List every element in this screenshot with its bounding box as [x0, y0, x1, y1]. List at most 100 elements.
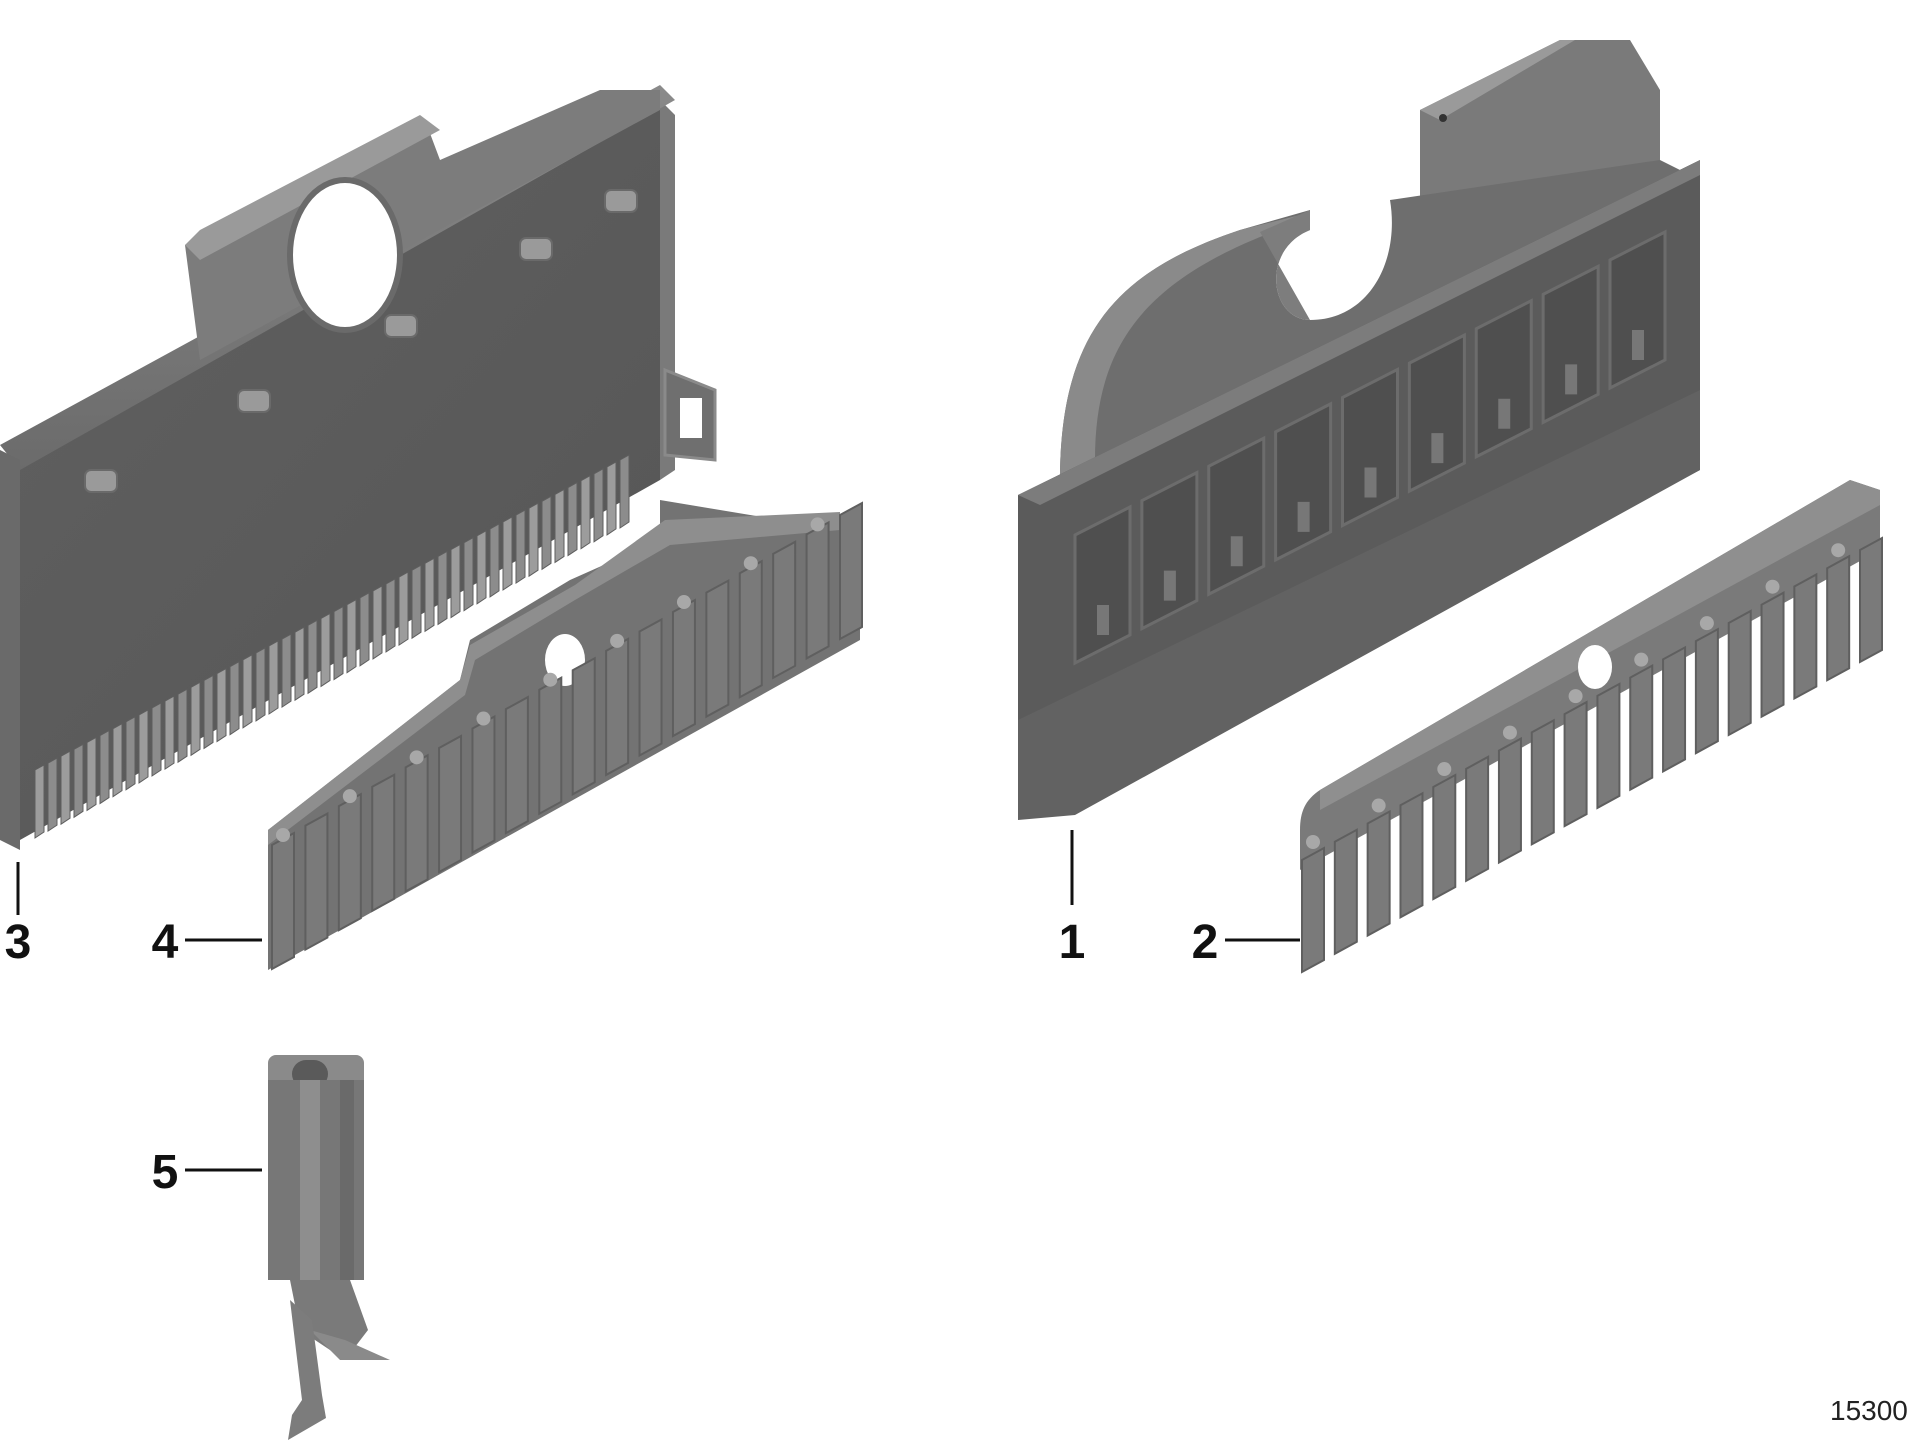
part-3-pin [398, 571, 409, 647]
part-3-pin [489, 523, 500, 598]
part-3-pin [164, 695, 175, 771]
part-4-tooth [638, 617, 663, 758]
part-2-tooth [1793, 572, 1818, 701]
part-2-tooth [1563, 700, 1588, 828]
part-1-slot-contact [1632, 330, 1644, 360]
part-4-tooth [538, 676, 563, 816]
part-3-pin [268, 640, 279, 715]
part-3-pin [73, 743, 84, 819]
part-3-connector-housing [0, 85, 717, 915]
part-3-pin [515, 509, 526, 585]
part-1-slot [1274, 401, 1333, 563]
part-1-slot-contact [1297, 501, 1310, 532]
part-4-tooth [304, 811, 329, 952]
part-3-pin [567, 481, 578, 557]
part-1-slot [1341, 367, 1399, 528]
callout-5: 5 [152, 1146, 179, 1199]
part-4-tooth [504, 695, 529, 835]
part-4-rivet [276, 828, 290, 842]
part-1-slot-contact [1565, 364, 1578, 395]
part-3-pin [294, 626, 305, 702]
part-2-tooth [1596, 682, 1621, 810]
part-2-tooth [1497, 736, 1522, 865]
part-2-rivet [1765, 579, 1780, 594]
part-2-rivet [1634, 652, 1649, 667]
part-4-tooth-row [271, 501, 863, 971]
diagram-number: 15300 [1830, 1395, 1908, 1426]
part-4-tooth [805, 520, 830, 661]
part-4-rivet [610, 633, 625, 648]
callout-2: 2 [1192, 916, 1219, 969]
part-1-slot [1073, 504, 1132, 666]
part-3-pin [346, 598, 357, 674]
part-2-rivet [1437, 762, 1452, 777]
part-1-slot [1474, 298, 1533, 460]
part-3-pin-row [34, 454, 630, 839]
part-3-pin [60, 750, 71, 826]
part-4-tooth [471, 714, 496, 855]
part-3-pin [372, 585, 383, 660]
part-3-pin [554, 488, 565, 564]
part-1-slot [1140, 470, 1199, 632]
part-2-rivet [1568, 689, 1583, 704]
part-3-pin [411, 564, 422, 640]
part-2-terminal-comb [1225, 480, 1883, 974]
part-2-tooth [1859, 536, 1883, 664]
part-4-tooth [839, 501, 863, 641]
part-2-tooth [1629, 663, 1654, 792]
part-1-slot-contact [1097, 605, 1109, 635]
part-2-tooth [1465, 755, 1490, 883]
part-3-pin [606, 461, 617, 536]
part-3-pin [125, 715, 136, 791]
part-4-tooth [772, 540, 797, 680]
part-2-tooth [1727, 609, 1752, 737]
part-2-tooth [1333, 828, 1358, 956]
part-5-terminal-pin [185, 1055, 390, 1440]
part-3-pin [463, 536, 474, 612]
part-3-pin [281, 633, 292, 709]
part-3-pin [450, 543, 461, 619]
part-1-slot-contact [1230, 536, 1243, 567]
part-2-rivet [1831, 543, 1846, 558]
part-4-rivet [676, 595, 691, 610]
part-4-tooth [705, 578, 730, 719]
part-4-tooth [738, 559, 763, 699]
part-4-tooth [438, 734, 463, 874]
part-3-pin [307, 619, 318, 695]
part-2-tooth [1694, 627, 1719, 755]
part-2-rivet [1306, 835, 1320, 849]
part-2-tooth-row [1301, 536, 1883, 974]
part-3-pin [333, 605, 344, 681]
part-2-tooth [1399, 791, 1424, 919]
part-1-slot-contact [1431, 433, 1444, 464]
callout-4: 4 [152, 916, 179, 969]
part-3-pin [619, 454, 630, 529]
part-1-slot-contact [1498, 398, 1511, 429]
part-2-rivet [1502, 725, 1517, 740]
part-2-tooth [1301, 846, 1325, 974]
part-4-rivet [743, 556, 758, 571]
part-1-fuse-slots [1073, 229, 1667, 666]
part-4-rivet [543, 672, 558, 687]
part-1-fuse-block [1018, 40, 1700, 905]
part-3-pin [541, 495, 552, 571]
part-4-tooth [337, 792, 362, 932]
part-2-tooth [1432, 773, 1457, 901]
part-2-tooth [1530, 718, 1555, 847]
part-3-pin [424, 557, 435, 633]
part-2-tooth [1826, 554, 1851, 682]
part-3-pin [528, 502, 539, 578]
part-1-slot [1608, 229, 1667, 391]
part-2-tooth [1760, 591, 1785, 719]
part-3-pin [216, 667, 227, 743]
part-3-pin [229, 660, 240, 736]
part-3-pin [320, 612, 331, 688]
part-4-rivet [342, 789, 357, 804]
part-3-pin [385, 578, 396, 653]
part-1-slot [1207, 435, 1266, 597]
part-1-slot [1407, 332, 1466, 494]
part-2-tooth [1366, 809, 1391, 938]
part-3-pin [86, 736, 97, 812]
part-2-tooth [1662, 645, 1687, 774]
